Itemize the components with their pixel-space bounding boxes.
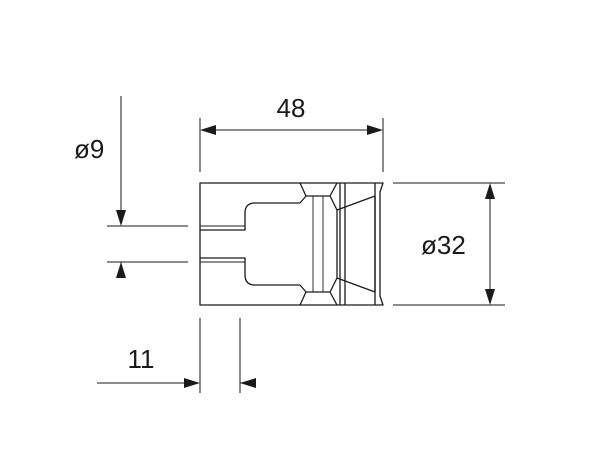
collar-lines [312, 196, 324, 292]
collar-bottom [299, 277, 338, 306]
part-outline [199, 182, 384, 306]
dimension-length: 48 [199, 93, 384, 172]
arrow-left [240, 378, 256, 388]
dimension-outer-diameter: ø32 [393, 182, 505, 306]
collar-top [299, 182, 338, 211]
body-outline [199, 182, 341, 306]
arrow-up [116, 262, 126, 278]
arrow-bottom [485, 289, 495, 305]
dimension-outer-diameter-label: ø32 [421, 230, 466, 260]
arrow-down [116, 210, 126, 226]
dimension-bore-diameter: ø9 [74, 96, 188, 278]
arrow-top [485, 183, 495, 199]
dimension-slot-length: 11 [97, 318, 256, 393]
bore-lines [200, 225, 245, 263]
flange [340, 182, 384, 306]
slot-pocket [200, 202, 300, 286]
dimension-slot-length-label: 11 [128, 344, 155, 374]
dimension-bore-diameter-label: ø9 [74, 134, 104, 164]
arrow-right [367, 125, 383, 135]
cone-inner [336, 195, 376, 293]
dimension-length-label: 48 [277, 93, 306, 123]
arrow-right [184, 378, 200, 388]
arrow-left [200, 125, 216, 135]
